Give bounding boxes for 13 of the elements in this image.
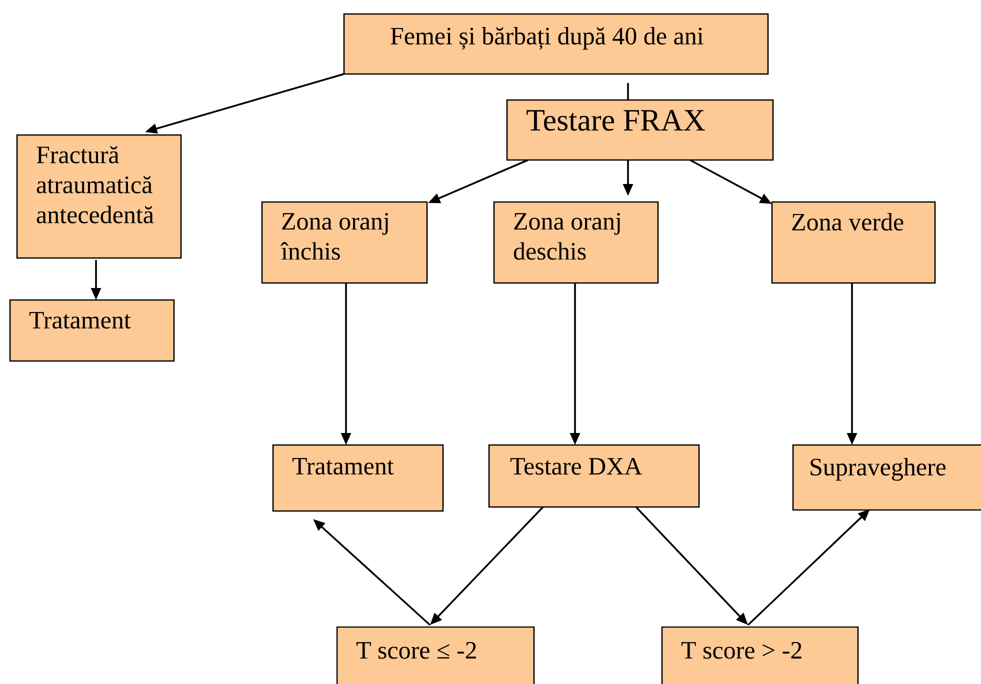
connector-line: [627, 82, 629, 100]
process-box: Fractură atraumatică antecedentă: [16, 134, 182, 259]
process-box: Tratament: [272, 444, 444, 512]
process-box: T score ≤ -2: [336, 626, 535, 684]
process-box: Zona verde: [771, 201, 936, 284]
process-box: Testare DXA: [488, 444, 700, 508]
process-box: Supraveghere: [792, 444, 981, 511]
process-box: Femei și bărbați după 40 de ani: [343, 13, 769, 75]
process-box: T score > -2: [661, 626, 859, 684]
process-box: Zona oranj închis: [261, 201, 428, 284]
process-box: Testare FRAX: [506, 99, 774, 161]
process-box: Tratament: [9, 299, 175, 362]
process-box: Zona oranj deschis: [493, 201, 659, 284]
